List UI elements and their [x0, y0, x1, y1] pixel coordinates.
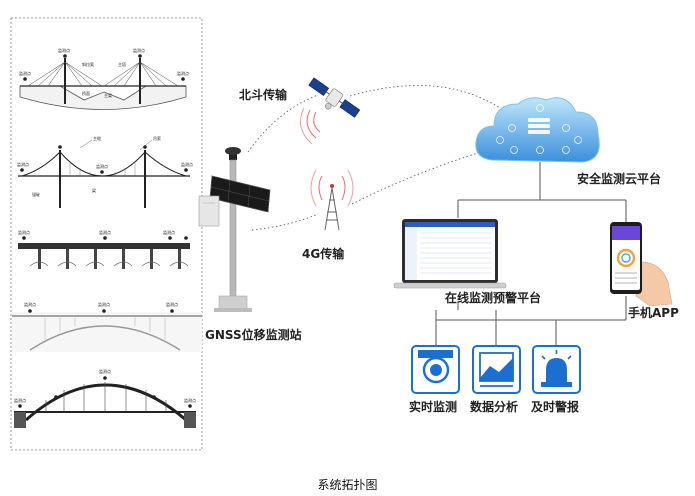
alarm-label: 及时警报 [531, 400, 580, 414]
station-label: 监测点 [166, 301, 178, 307]
link-station-4g [251, 213, 319, 231]
cable-stayed-bridge: 监测点 监测点 监测点 监测点 斜拉索 主塔 主梁 桥面 [19, 47, 189, 110]
beam-label: 梁 [92, 187, 96, 193]
network-lines [435, 162, 627, 346]
data-analysis-icon [472, 345, 521, 394]
cloud-platform-icon [475, 97, 600, 163]
gnss-station-icon [198, 147, 271, 312]
data-analysis-label: 数据分析 [470, 400, 519, 414]
anchor-label: 锚碇 [32, 191, 40, 197]
station-label: 监测点 [184, 397, 196, 403]
mobile-app-label: 手机APP [628, 306, 679, 320]
station-label: 监测点 [18, 229, 30, 235]
girder-label: 主梁 [104, 92, 112, 98]
station-label: 监测点 [177, 70, 189, 76]
bridge-types-panel: 监测点 监测点 监测点 监测点 斜拉索 主塔 主梁 桥面 监测点 [10, 17, 203, 451]
gnss-station-label: GNSS位移监测站 [205, 328, 302, 342]
station-label: 监测点 [181, 161, 193, 167]
realtime-monitoring-label: 实时监测 [409, 400, 458, 414]
deck-arch-bridge: 监测点 监测点 监测点 [12, 301, 202, 352]
laptop-icon [393, 219, 507, 289]
cable-label: 斜拉索 [82, 61, 94, 67]
cell-tower-icon [310, 169, 354, 231]
station-label: 监测点 [163, 229, 175, 235]
realtime-monitoring-icon [411, 345, 460, 394]
station-label: 监测点 [99, 229, 111, 235]
main-cable-label: 主缆 [93, 135, 101, 141]
station-label: 监测点 [98, 301, 110, 307]
wireless-links [247, 85, 501, 231]
station-label: 监测点 [133, 47, 145, 53]
deck-label: 桥面 [82, 90, 90, 96]
station-label: 监测点 [14, 397, 26, 403]
diagram-caption: 系统拓扑图 [317, 478, 378, 492]
satellite-icon [299, 77, 361, 145]
alarm-icon [532, 345, 581, 394]
4g-label: 4G传输 [302, 247, 345, 261]
station-label: 监测点 [24, 301, 36, 307]
station-label: 监测点 [99, 368, 111, 374]
girder-bridge: 监测点 监测点 监测点 [18, 229, 190, 269]
hanger-label: 吊索 [153, 135, 161, 141]
tower-label: 主塔 [118, 61, 126, 67]
phone-app-icon [610, 222, 673, 307]
monitoring-platform-label: 在线监测预警平台 [445, 291, 542, 305]
suspension-bridge: 监测点 监测点 监测点 主缆 吊索 锚碇 梁 [17, 135, 193, 208]
station-label: 监测点 [17, 161, 29, 167]
link-station-satellite [247, 94, 319, 153]
station-label: 监测点 [19, 70, 31, 76]
through-arch-bridge: 监测点 监测点 监测点 [14, 368, 196, 428]
station-label: 监测点 [58, 47, 70, 53]
link-satellite-cloud [349, 85, 501, 109]
cloud-platform-label: 安全监测云平台 [577, 172, 662, 186]
beidou-label: 北斗传输 [239, 88, 288, 102]
link-4g-cloud [351, 147, 495, 205]
station-label: 监测点 [96, 163, 108, 169]
